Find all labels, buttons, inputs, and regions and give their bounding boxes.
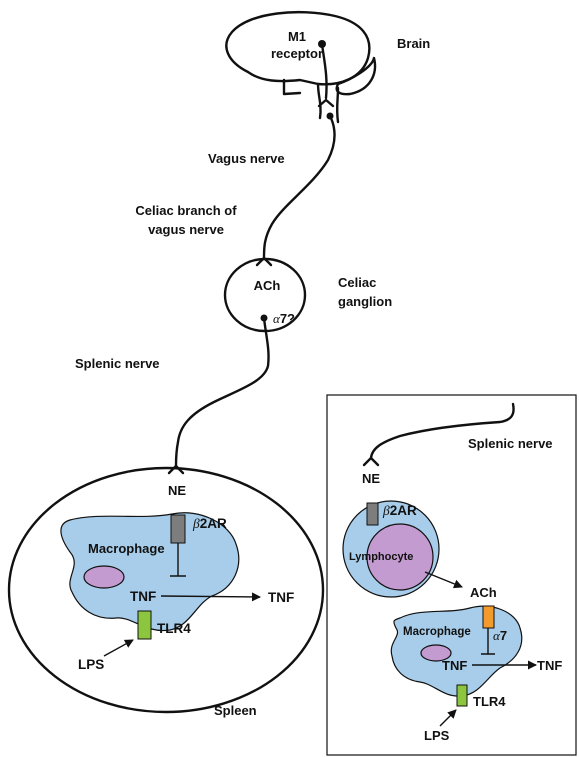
brainstem [316, 82, 340, 124]
brain-cerebellum-outline [335, 56, 377, 96]
inset-alpha7-inhibition-line [481, 628, 495, 655]
tnf-cell-label: TNF [130, 589, 156, 604]
beta2ar-rest: 2AR [200, 516, 227, 531]
macrophage-label: Macrophage [88, 541, 165, 556]
beta2ar-receptor [170, 514, 186, 544]
inset-ach-label: ACh [470, 585, 497, 600]
inset-alpha-symbol: α [493, 628, 501, 643]
receptor-label: receptor [271, 46, 323, 61]
inset-alpha7-receptor [482, 605, 495, 629]
lymphocyte-nucleus [366, 523, 434, 591]
brain-drawing [225, 11, 377, 124]
macrophage-cell [60, 512, 240, 632]
inset-lps-arrow [439, 709, 457, 727]
vagus-nerve-label: Vagus nerve [208, 151, 285, 166]
inset-alpha7-label: α7 [493, 628, 507, 643]
celiac-branch-label-line2: vagus nerve [148, 222, 224, 237]
celiac-ganglion-label-line1: Celiac [338, 275, 376, 290]
ne-release-chevron-icon [167, 464, 185, 475]
inset-beta-symbol: β [382, 503, 390, 518]
inset-tnf-cell-label: TNF [442, 658, 467, 673]
inset-ne-label: NE [362, 471, 380, 486]
splenic-nerve-label: Splenic nerve [75, 356, 160, 371]
vagus-nerve-fiber [262, 114, 336, 260]
celiac-branch-label-line1: Celiac branch of [135, 203, 237, 218]
inset-macrophage-label: Macrophage [403, 626, 471, 638]
beta-symbol: β [192, 516, 200, 531]
ach-label: ACh [254, 278, 281, 293]
inset-beta2ar-rest: 2AR [390, 503, 417, 518]
spleen-outline [7, 466, 325, 714]
beta2ar-inhibition-line [170, 543, 186, 577]
inset-tlr4-receptor [456, 684, 468, 707]
alpha7q-rest: 7? [280, 311, 295, 326]
inset-tnf-out-label: TNF [537, 658, 562, 673]
synapse-chevron-icon [317, 98, 335, 108]
alpha-symbol: α [273, 311, 281, 326]
inset-splenic-nerve-fiber [369, 402, 515, 460]
brain-underside [282, 78, 302, 96]
inset-alpha7-rest: 7 [500, 628, 507, 643]
ach-release-arrow [424, 571, 463, 589]
celiac-ganglion-label-line2: ganglion [338, 294, 392, 309]
tlr4-label: TLR4 [157, 621, 191, 636]
beta2ar-label: β2AR [192, 516, 227, 531]
tlr4-receptor [137, 610, 152, 640]
alpha7q-label: α7? [273, 311, 295, 326]
lps-label: LPS [78, 657, 104, 672]
m1-label: M1 [288, 29, 306, 44]
macrophage-nucleus [83, 565, 125, 589]
m1-neuron-axon [320, 42, 328, 100]
inset-splenic-nerve-label: Splenic nerve [468, 436, 553, 451]
brain-label: Brain [397, 36, 430, 51]
inset-ne-chevron-icon [362, 456, 380, 467]
inset-macrophage-nucleus [420, 644, 452, 662]
inset-lps-label: LPS [424, 728, 450, 743]
lps-arrow [103, 639, 134, 657]
spleen-label: Spleen [214, 703, 257, 718]
splenic-nerve-fiber [174, 316, 270, 468]
inset-beta2ar-receptor [366, 502, 379, 526]
ne-label: NE [168, 483, 186, 498]
tnf-out-label: TNF [268, 590, 294, 605]
inset-tlr4-label: TLR4 [473, 694, 506, 709]
tnf-release-arrow [160, 592, 261, 602]
inset-beta2ar-label: β2AR [382, 503, 417, 518]
lymphocyte-label: Lymphocyte [349, 551, 413, 563]
